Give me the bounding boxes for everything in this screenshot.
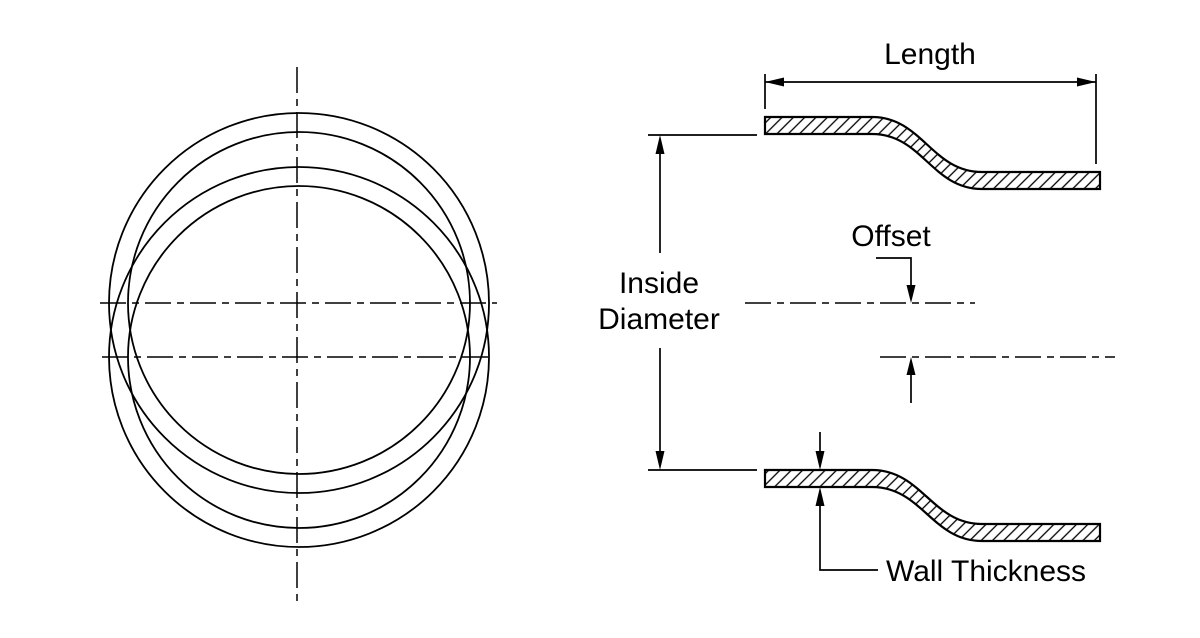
wall-thickness-arrowhead-up [815,487,825,506]
inner-circle-upper-end [127,131,471,475]
length-dimension: Length [764,38,1097,164]
bottom-wall-section [763,468,1102,543]
wall-thickness-dimension: Wall Thickness [815,432,1086,588]
outer-circle-lower-end [108,166,490,548]
inside-diameter-label-line1: Inside [619,267,699,300]
outer-circle-upper-end [108,112,490,494]
wall-thickness-leader-line [819,505,878,571]
top-wall-section [763,115,1102,191]
inner-circle-lower-end [127,185,471,529]
inside-diameter-dimension: Inside Diameter [598,134,757,471]
offset-leader-line [876,257,912,287]
length-label: Length [884,38,976,71]
offset-arrowhead-lower [906,357,916,375]
offset-label: Offset [851,220,931,253]
inside-diameter-label-line2: Diameter [598,303,720,336]
front-view [100,67,497,602]
side-section-view [745,115,1115,543]
inside-diameter-arrowhead-top [655,135,665,154]
length-arrowhead-right [1077,77,1096,87]
offset-arrowhead-upper [906,285,916,303]
wall-thickness-label: Wall Thickness [886,555,1086,588]
wall-thickness-arrowhead-down [815,451,825,470]
offset-dimension: Offset [851,220,931,403]
length-arrowhead-left [765,77,784,87]
inside-diameter-arrowhead-bottom [655,451,665,470]
